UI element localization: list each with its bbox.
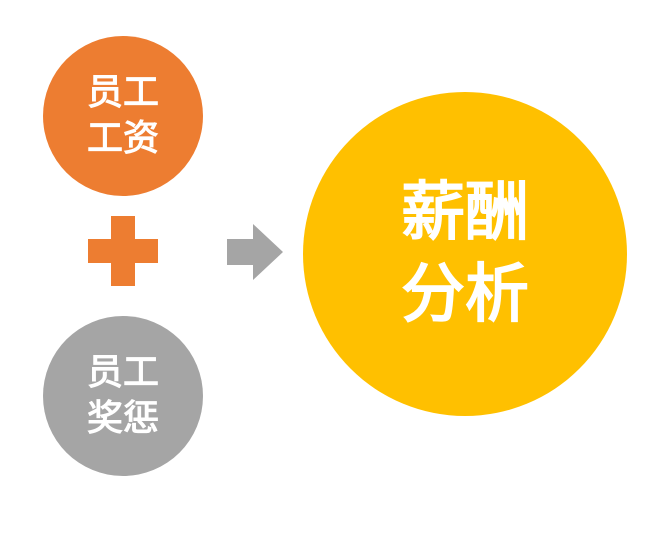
employee-salary-label-line1: 员工 — [86, 72, 159, 113]
plus-horizontal-bar — [88, 239, 158, 263]
arrow-shape — [227, 224, 283, 280]
salary-analysis-circle: 薪酬 分析 — [303, 92, 627, 416]
employee-reward-circle: 员工 奖惩 — [43, 316, 203, 476]
employee-salary-label-line2: 工资 — [86, 118, 159, 159]
employee-reward-label-line2: 奖惩 — [86, 398, 159, 439]
salary-analysis-label-line2: 分析 — [401, 258, 529, 332]
plus-icon — [88, 216, 158, 286]
employee-salary-circle: 员工 工资 — [43, 36, 203, 196]
arrow-right-icon — [227, 224, 283, 280]
employee-reward-label-line1: 员工 — [86, 352, 159, 393]
salary-analysis-label-line1: 薪酬 — [401, 176, 529, 250]
